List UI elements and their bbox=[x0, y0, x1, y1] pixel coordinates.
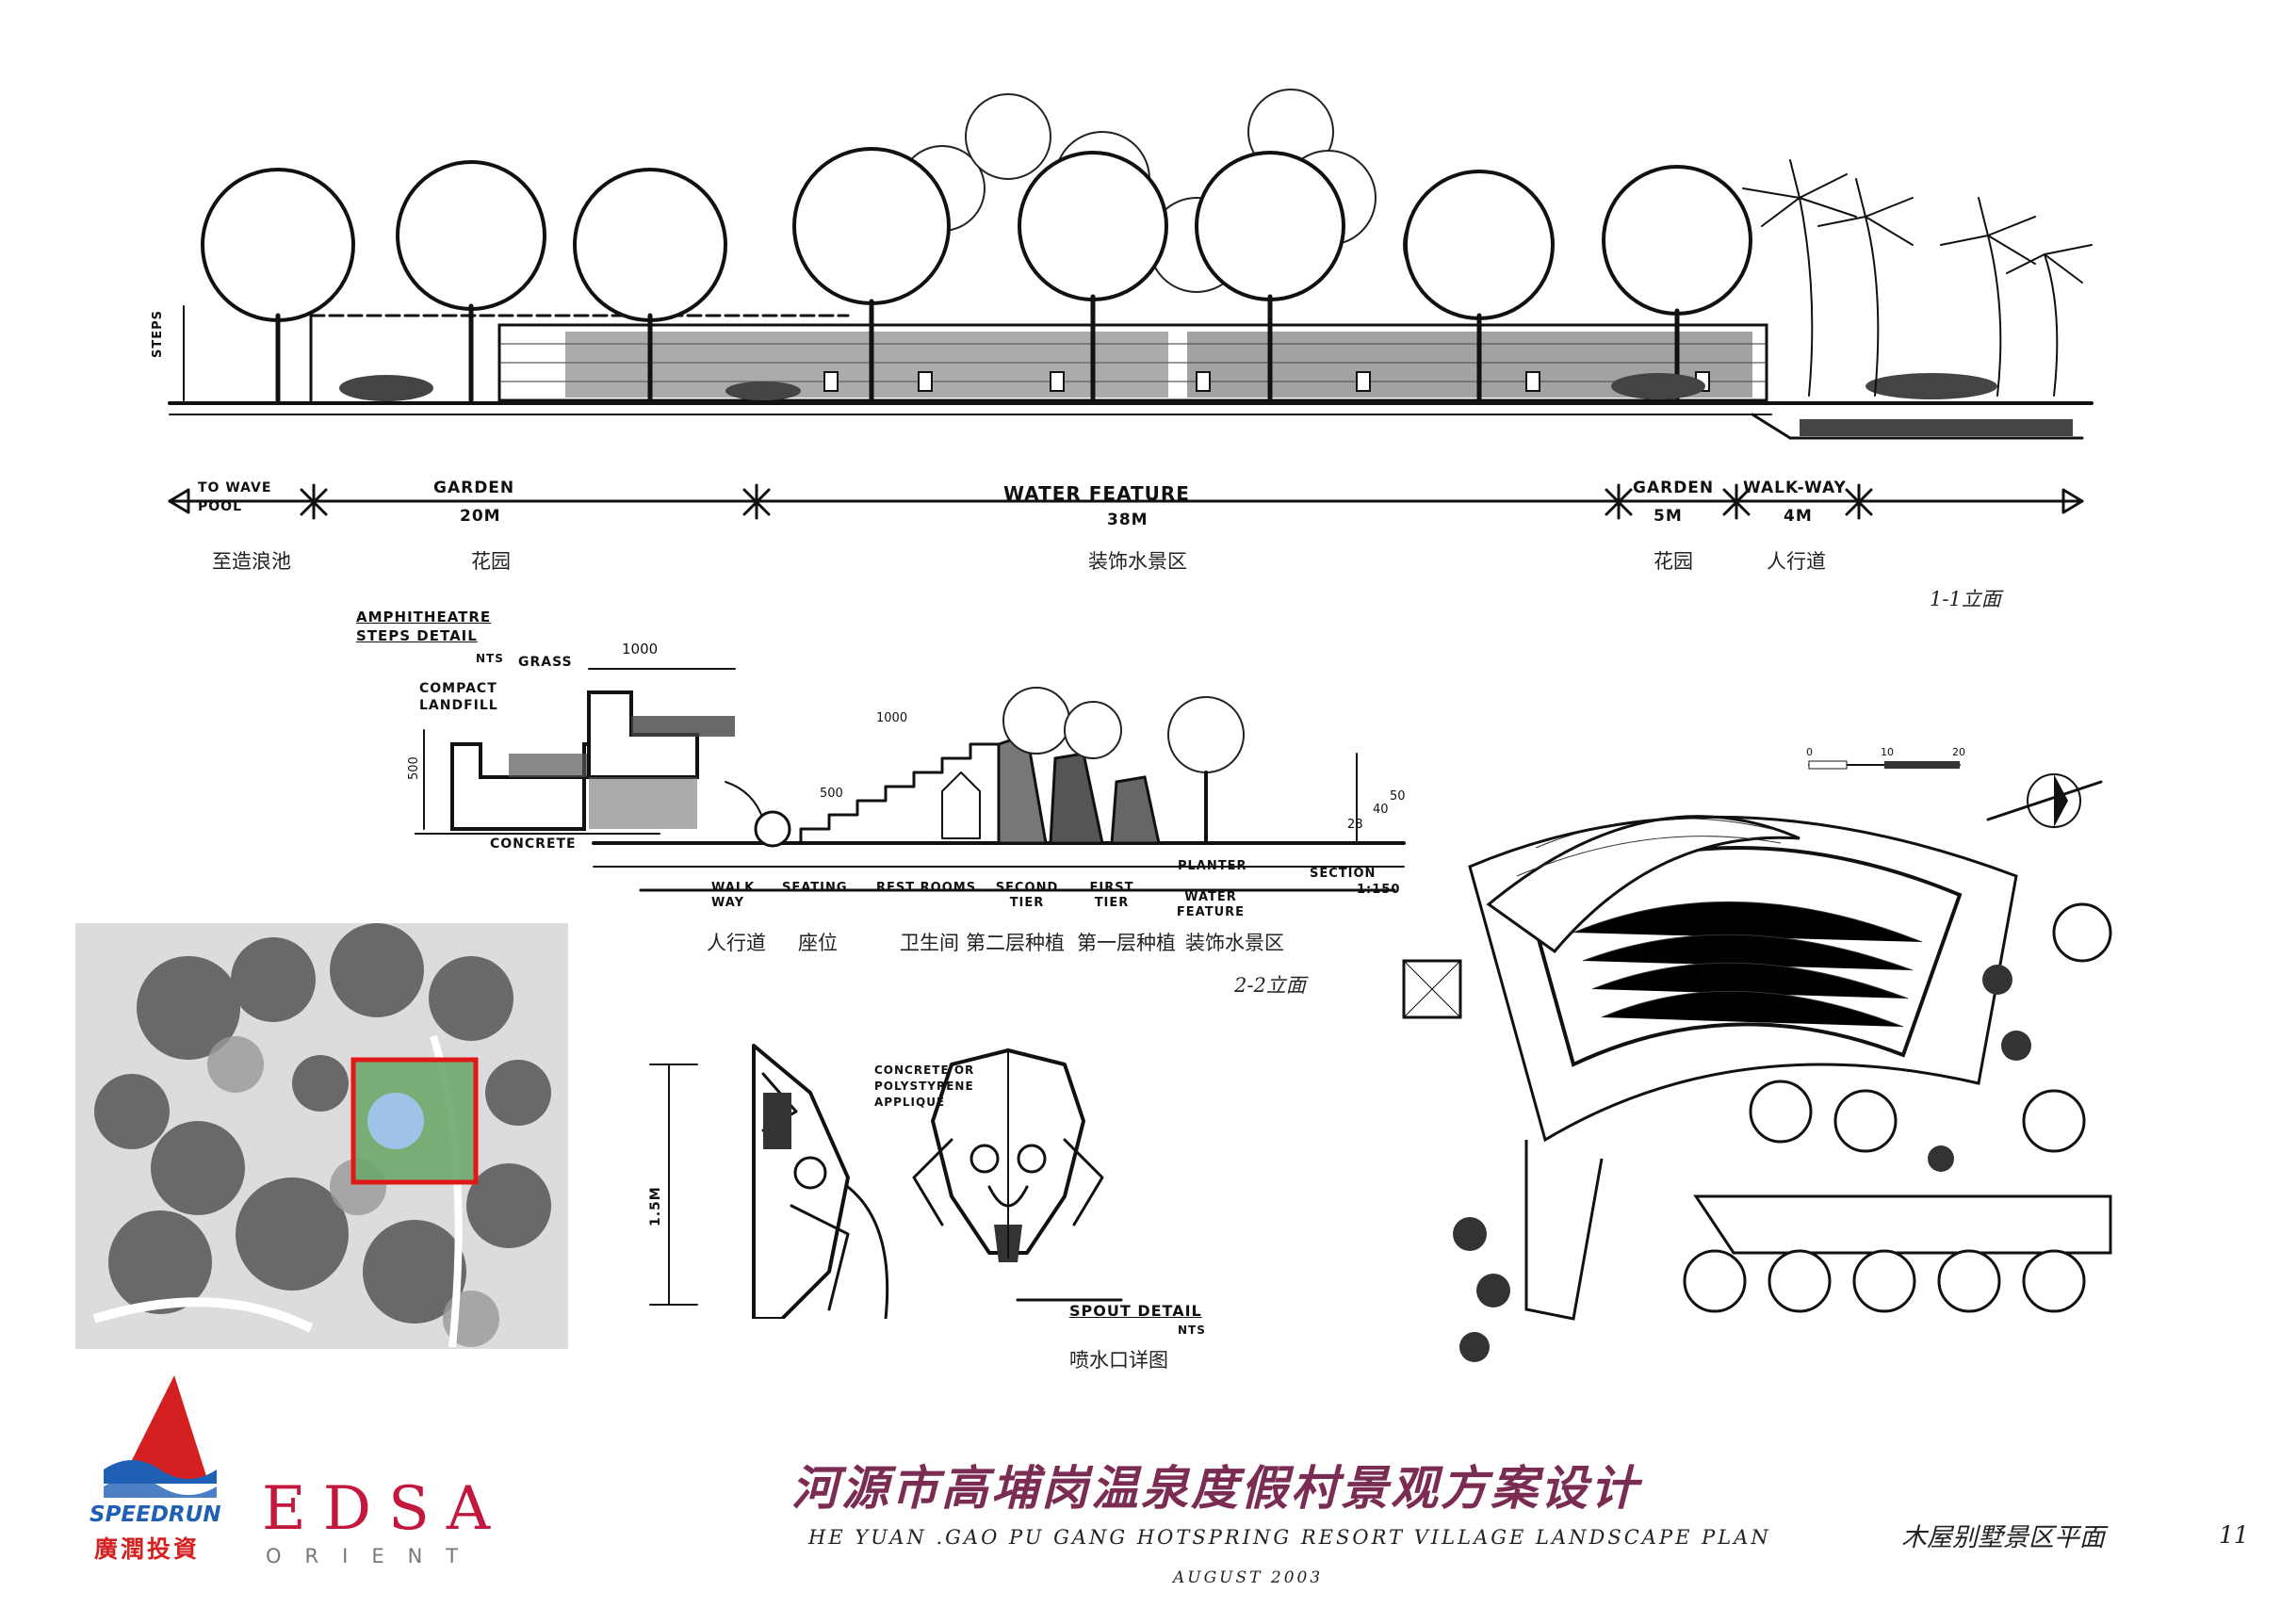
spout-detail-drawing bbox=[649, 1044, 1123, 1319]
plan-scale-10: 10 bbox=[1881, 746, 1894, 758]
e2-dim-40: 40 bbox=[1373, 803, 1389, 817]
cn-wave-pool: 至造浪池 bbox=[212, 550, 291, 573]
garden2-dim-label: 5M bbox=[1654, 507, 1683, 526]
date: AUGUST 2003 bbox=[1173, 1568, 1324, 1587]
speedrun-cn-wordmark: 廣潤投資 bbox=[94, 1535, 201, 1563]
to-wave-pool-label: TO WAVE POOL bbox=[198, 480, 272, 514]
walkway-label: WALK-WAY bbox=[1743, 479, 1847, 497]
elevation-1-1-drawing bbox=[168, 89, 2094, 520]
title-en: HE YUAN .GAO PU GANG HOTSPRING RESORT VI… bbox=[808, 1526, 1771, 1549]
plan-scale-20: 20 bbox=[1952, 746, 1965, 758]
key-map-drawing bbox=[75, 923, 568, 1349]
spout-caption: 喷水口详图 bbox=[1069, 1349, 1168, 1372]
cn-e2-seating: 座位 bbox=[798, 932, 838, 954]
page-number: 11 bbox=[2219, 1521, 2249, 1549]
e2-seating-label: SEATING bbox=[782, 881, 848, 895]
elevation-1-caption: 1-1立面 bbox=[1930, 588, 2001, 610]
e2-planter-label: PLANTER bbox=[1178, 859, 1247, 873]
amphitheatre-drawing bbox=[415, 668, 764, 835]
cn-garden2: 花园 bbox=[1654, 550, 1693, 573]
spout-note: CONCRETE OR POLYSTYRENE APPLIQUE bbox=[874, 1064, 975, 1109]
walkway-dim-label: 4M bbox=[1784, 507, 1813, 526]
e2-scale-label: 1:150 bbox=[1357, 883, 1401, 897]
water-feature-label: WATER FEATURE bbox=[1003, 482, 1190, 505]
e2-dim-50: 50 bbox=[1390, 789, 1406, 804]
elevation-2-caption: 2-2立面 bbox=[1234, 974, 1306, 997]
garden-dim-label: 20M bbox=[460, 507, 501, 526]
elevation-2-2-drawing bbox=[592, 687, 1406, 892]
speedrun-logo: SPEEDRUN 廣潤投資 bbox=[85, 1375, 236, 1564]
garden-label: GARDEN bbox=[433, 479, 515, 497]
plan-scale-0: 0 bbox=[1806, 746, 1813, 758]
water-dim-label: 38M bbox=[1107, 511, 1149, 529]
cn-walkway: 人行道 bbox=[1767, 550, 1826, 573]
spout-title: SPOUT DETAIL bbox=[1069, 1302, 1202, 1320]
amph-dim-1000: 1000 bbox=[622, 641, 659, 658]
e2-rest-rooms-label: REST ROOMS bbox=[876, 881, 977, 895]
plan-drawing bbox=[1402, 760, 2112, 1362]
amphitheatre-nts: NTS bbox=[476, 652, 504, 665]
cn-garden: 花园 bbox=[471, 550, 511, 573]
cn-e2-rest-rooms: 卫生间 bbox=[900, 932, 959, 954]
compact-landfill-label: COMPACT LANDFILL bbox=[419, 681, 498, 713]
e2-dim-500: 500 bbox=[820, 787, 843, 801]
e2-first-tier-label: FIRST TIER bbox=[1089, 881, 1134, 910]
grass-label: GRASS bbox=[518, 655, 573, 670]
e2-dim-1000: 1000 bbox=[876, 711, 908, 725]
concrete-label: CONCRETE bbox=[490, 836, 577, 852]
garden2-label: GARDEN bbox=[1633, 479, 1715, 497]
title-cn: 河源市高埔岗温泉度假村景观方案设计 bbox=[791, 1460, 1640, 1516]
speedrun-wordmark: SPEEDRUN bbox=[90, 1502, 221, 1527]
amphitheatre-title: AMPHITHEATRE STEPS DETAIL bbox=[356, 609, 492, 644]
cn-e2-walkway: 人行道 bbox=[707, 932, 766, 954]
cn-e2-water-feature: 装饰水景区 bbox=[1185, 932, 1284, 954]
e2-water-feature-label: WATER FEATURE bbox=[1176, 890, 1246, 919]
e2-walkway-label: WALK WAY bbox=[711, 881, 756, 910]
spout-dim: 1.5M bbox=[648, 1186, 663, 1226]
spout-nts: NTS bbox=[1178, 1324, 1206, 1337]
cn-e2-first-tier: 第一层种植 bbox=[1077, 932, 1176, 954]
cn-water-feature: 装饰水景区 bbox=[1088, 550, 1187, 573]
plan-caption: 木屋别墅景区平面 bbox=[1901, 1523, 2105, 1552]
steps-label: STEPS bbox=[151, 309, 165, 358]
e2-second-tier-label: SECOND TIER bbox=[995, 881, 1059, 910]
speedrun-sail-icon bbox=[104, 1375, 217, 1498]
orient-wordmark: ORIENT bbox=[266, 1545, 482, 1567]
e2-dim-28: 28 bbox=[1347, 818, 1363, 832]
key-map bbox=[75, 923, 568, 1349]
e2-section-label: SECTION bbox=[1310, 867, 1377, 881]
cn-e2-second-tier: 第二层种植 bbox=[966, 932, 1065, 954]
edsa-wordmark: EDSA bbox=[262, 1474, 508, 1544]
